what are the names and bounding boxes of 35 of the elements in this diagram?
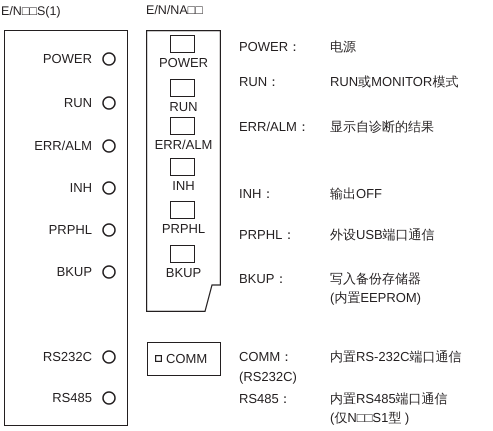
indicator-label: POWER	[42, 51, 92, 66]
port-box	[147, 342, 221, 376]
indicator-label: ERR/ALM	[34, 138, 92, 153]
indicator-name: RUN：	[239, 73, 280, 91]
indicator-label: ERR/ALM	[154, 137, 214, 152]
description-text: 外设USB端口通信	[330, 226, 435, 244]
description-text: 显示自诊断的结果	[330, 118, 434, 136]
indicator-label: BKUP	[56, 264, 92, 279]
model-heading: E/N□□S(1)	[1, 4, 61, 19]
indicator-label: RS485	[52, 390, 92, 405]
description-text: 内置RS-232C端口通信	[330, 348, 462, 366]
port-label: COMM	[166, 351, 208, 366]
indicator-name: POWER：	[239, 38, 302, 56]
indicator-label: RS232C	[42, 349, 92, 364]
description-text: 写入备份存储器(内置EEPROM)	[330, 270, 422, 307]
indicator-label: PRPHL	[48, 222, 92, 237]
description-text: 内置RS485端口通信(仅N□□S1型 )	[330, 390, 449, 427]
indicator-name: COMM：	[239, 348, 294, 366]
indicator-name: ERR/ALM：	[239, 118, 310, 136]
description-text: 电源	[330, 38, 356, 56]
indicator-name: RS485：	[239, 390, 292, 408]
description-text: 输出OFF	[330, 185, 382, 203]
indicator-label: INH	[171, 178, 196, 193]
indicator-name: BKUP：	[239, 270, 288, 288]
indicator-label: PRPHL	[160, 221, 206, 236]
indicator-label: RUN	[64, 95, 92, 110]
model-heading: E/N/NA□□	[146, 3, 203, 18]
indicator-label: INH	[70, 180, 92, 195]
indicator-label: BKUP	[164, 265, 202, 280]
indicator-name: INH：	[239, 185, 274, 203]
description-text: RUN或MONITOR模式	[330, 73, 458, 91]
indicator-label: POWER	[158, 55, 210, 70]
indicator-label: RUN	[168, 99, 199, 114]
indicator-name: PRPHL：	[239, 226, 296, 244]
description-text: (RS232C)	[239, 368, 297, 386]
